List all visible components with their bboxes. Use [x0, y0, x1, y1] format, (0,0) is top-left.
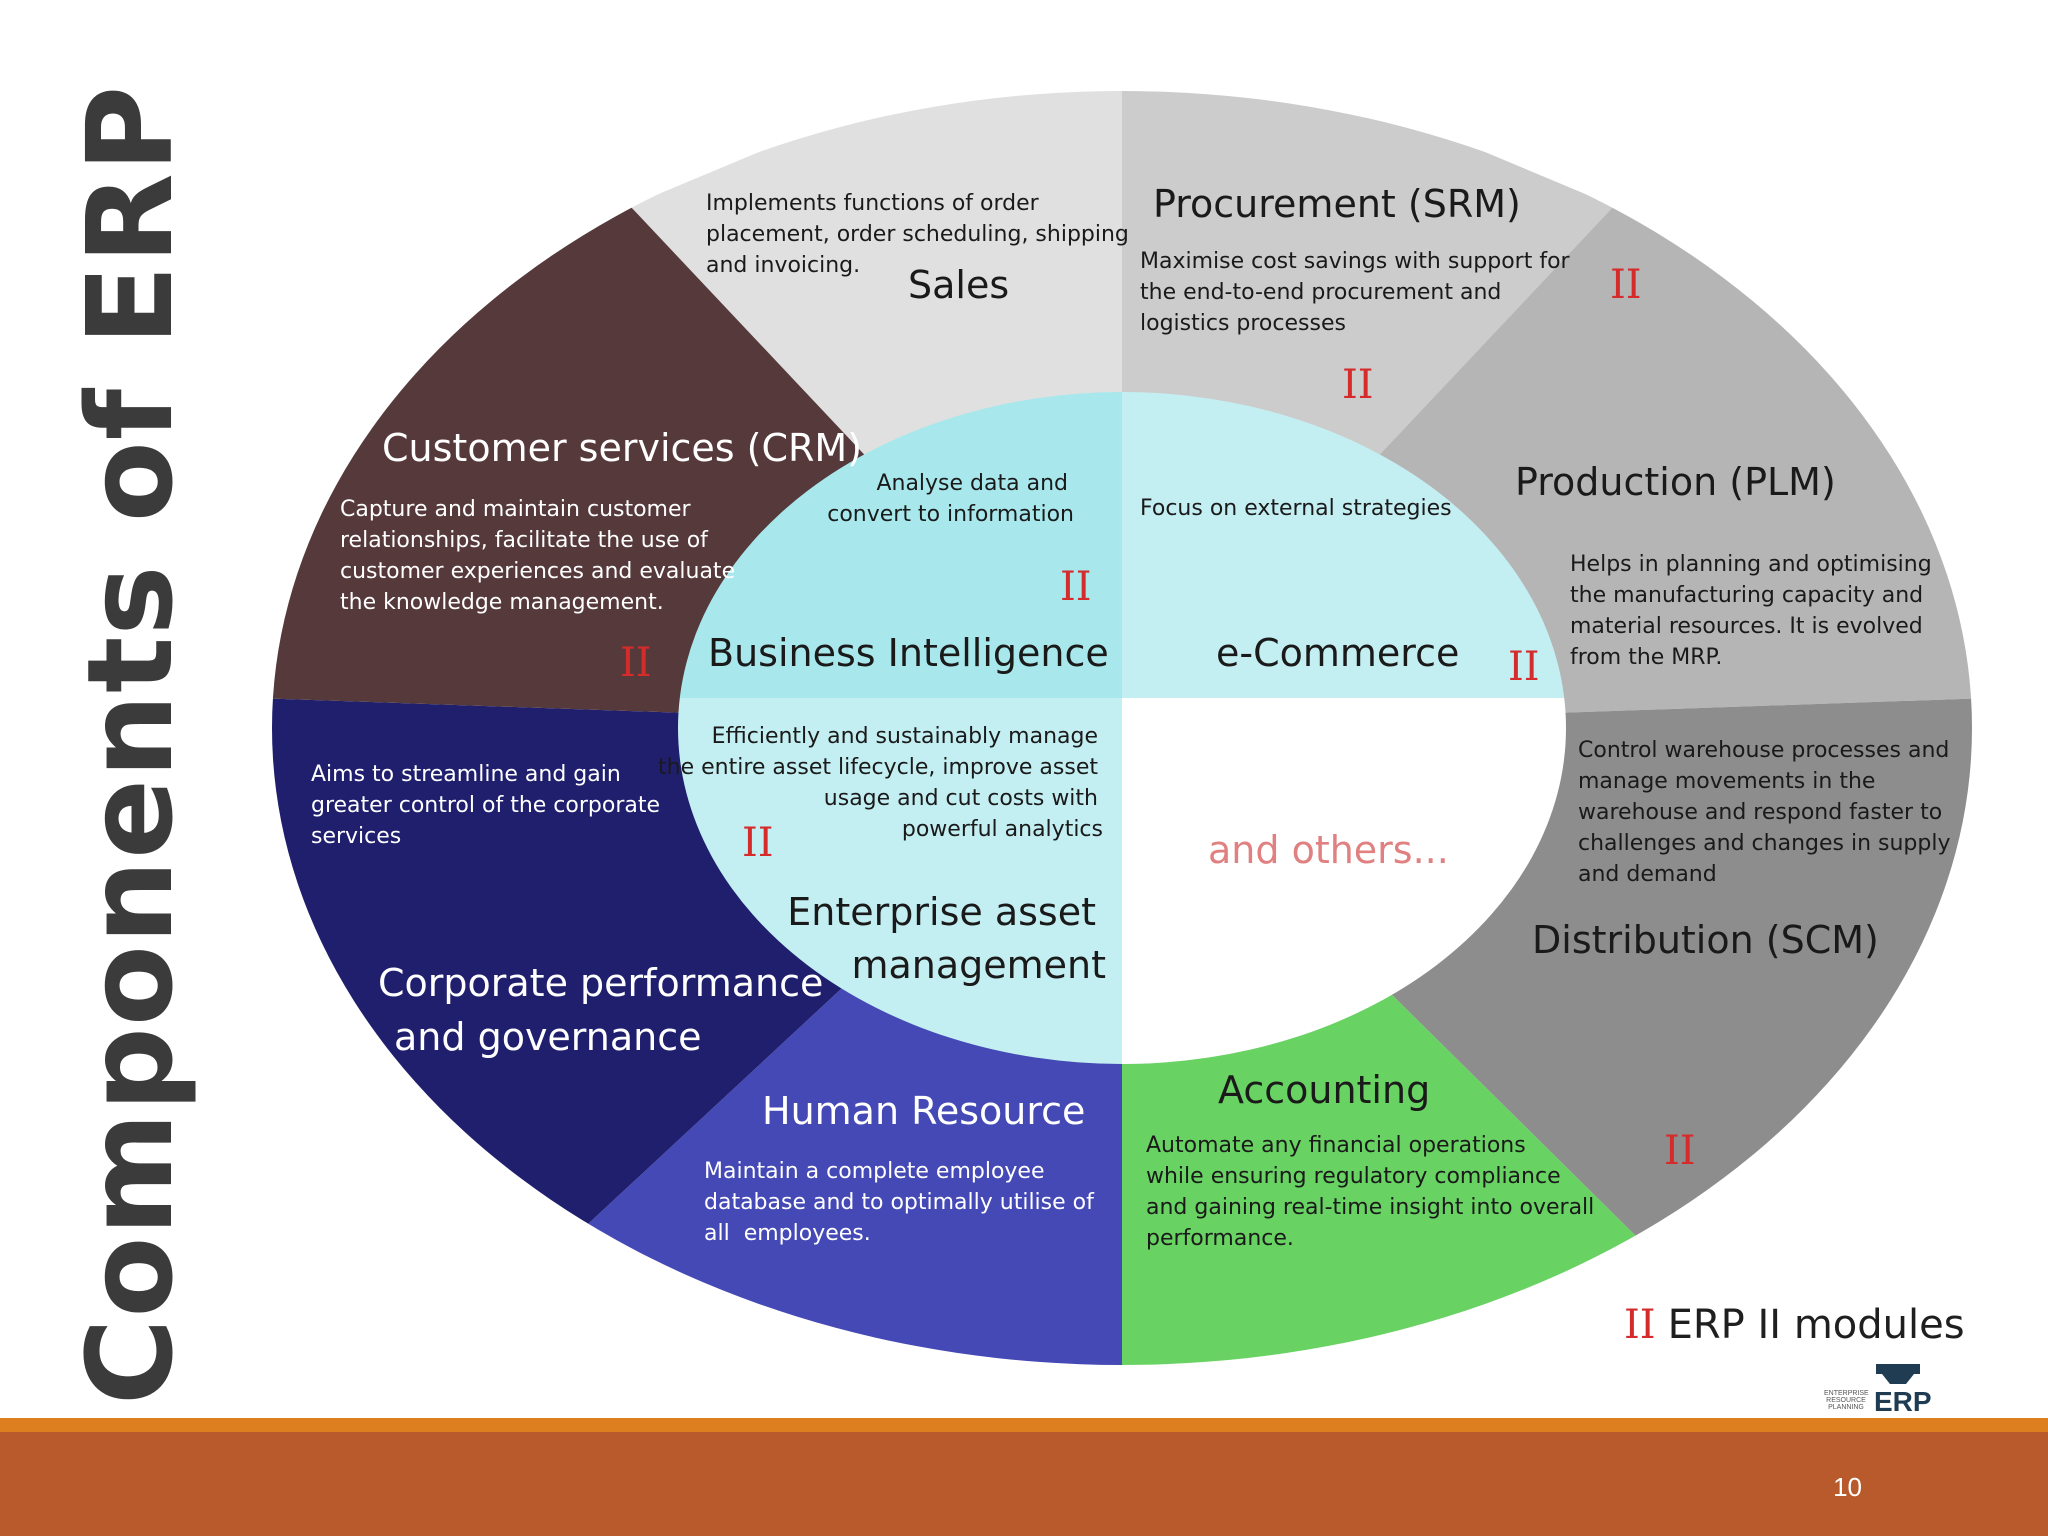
erp2-mark-crm: II — [620, 640, 652, 686]
accounting-desc-1: Automate any financial operations — [1146, 1133, 1526, 1158]
eam-desc-4: powerful analytics — [902, 817, 1103, 842]
erp2-mark-procurement: II — [1342, 362, 1374, 408]
corporate-title-2: and governance — [394, 1015, 702, 1059]
distribution-title: Distribution (SCM) — [1532, 918, 1879, 962]
footer-accent-line — [0, 1418, 2048, 1432]
procurement-desc-2: the end-to-end procurement and — [1140, 280, 1501, 305]
production-desc-2: the manufacturing capacity and — [1570, 583, 1923, 608]
crm-desc-3: customer experiences and evaluate — [340, 559, 735, 584]
eam-title-2: management — [851, 943, 1106, 987]
human-resource-title: Human Resource — [762, 1089, 1085, 1133]
corporate-desc-2: greater control of the corporate — [311, 793, 660, 818]
accounting-title: Accounting — [1218, 1068, 1430, 1112]
page-number: 10 — [1833, 1472, 1862, 1502]
distribution-desc-2: manage movements in the — [1578, 769, 1875, 794]
accounting-desc-2: while ensuring regulatory compliance — [1146, 1164, 1561, 1189]
production-desc-4: from the MRP. — [1570, 645, 1722, 670]
erp2-mark-ecommerce: II — [1508, 644, 1540, 690]
distribution-desc-1: Control warehouse processes and — [1578, 738, 1949, 763]
bi-desc-2: convert to information — [827, 502, 1074, 527]
production-desc-1: Helps in planning and optimising — [1570, 552, 1932, 577]
corporate-title-1: Corporate performance — [378, 961, 823, 1005]
footer-bar — [0, 1432, 2048, 1536]
crm-desc-2: relationships, facilitate the use of — [340, 528, 709, 553]
eam-desc-3: usage and cut costs with — [824, 786, 1098, 811]
corporate-desc-3: services — [311, 824, 401, 849]
logo-cap-icon — [1876, 1364, 1920, 1374]
crm-title: Customer services (CRM) — [382, 426, 862, 470]
sales-desc-1: Implements functions of order — [706, 191, 1040, 216]
bi-desc-1: Analyse data and — [876, 471, 1068, 496]
accounting-desc-4: performance. — [1146, 1226, 1294, 1251]
erp2-mark-bi: II — [1060, 564, 1092, 610]
human-resource-desc-2: database and to optimally utilise of — [704, 1190, 1095, 1215]
bi-title: Business Intelligence — [708, 631, 1109, 675]
procurement-desc-1: Maximise cost savings with support for — [1140, 249, 1571, 274]
erp-logo: ENTERPRISE RESOURCE PLANNING ERP — [1824, 1364, 1932, 1417]
legend-symbol: II — [1624, 1302, 1656, 1348]
legend-label: ERP II modules — [1667, 1302, 1965, 1348]
logo-small-text: ENTERPRISE RESOURCE PLANNING — [1824, 1390, 1869, 1411]
erp2-mark-production: II — [1610, 262, 1642, 308]
erp2-mark-eam: II — [742, 820, 774, 866]
eam-title-1: Enterprise asset — [787, 890, 1096, 934]
human-resource-desc-1: Maintain a complete employee — [704, 1159, 1045, 1184]
ecommerce-title: e-Commerce — [1216, 631, 1459, 675]
others-label: and others... — [1208, 828, 1449, 872]
procurement-desc-3: logistics processes — [1140, 311, 1346, 336]
distribution-desc-5: and demand — [1578, 862, 1717, 887]
procurement-title: Procurement (SRM) — [1153, 182, 1521, 226]
sales-desc-3: and invoicing. — [706, 253, 860, 278]
erp2-mark-distribution: II — [1664, 1128, 1696, 1174]
logo-big-text: ERP — [1874, 1386, 1932, 1417]
distribution-desc-3: warehouse and respond faster to — [1578, 800, 1942, 825]
crm-desc-1: Capture and maintain customer — [340, 497, 692, 522]
logo-cap-base-icon — [1882, 1374, 1914, 1384]
crm-desc-4: the knowledge management. — [340, 590, 664, 615]
slide-title: Components of ERP — [61, 84, 199, 1406]
eam-desc-1: Efficiently and sustainably manage — [712, 724, 1098, 749]
ecommerce-desc-1: Focus on external strategies — [1140, 496, 1452, 521]
sales-desc-2: placement, order scheduling, shipping — [706, 222, 1129, 247]
distribution-desc-4: challenges and changes in supply — [1578, 831, 1951, 856]
human-resource-desc-3: all employees. — [704, 1221, 871, 1246]
production-desc-3: material resources. It is evolved — [1570, 614, 1923, 639]
production-title: Production (PLM) — [1515, 460, 1836, 504]
corporate-desc-1: Aims to streamline and gain — [311, 762, 621, 787]
accounting-desc-3: and gaining real-time insight into overa… — [1146, 1195, 1594, 1220]
eam-desc-2: the entire asset lifecycle, improve asse… — [658, 755, 1098, 780]
sales-title: Sales — [908, 263, 1009, 307]
